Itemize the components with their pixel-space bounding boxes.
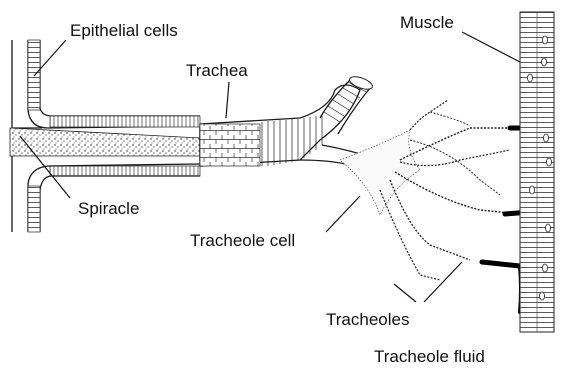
label-tracheoles: Tracheoles: [326, 310, 409, 329]
label-tracheole-cell: Tracheole cell: [190, 231, 295, 250]
tracheole-cell: [340, 130, 420, 215]
label-epithelial-cells: Epithelial cells: [70, 21, 178, 40]
spiracle-lumen: [10, 128, 200, 160]
label-tracheole-fluid: Tracheole fluid: [374, 347, 485, 366]
muscle: [520, 12, 554, 332]
leader-tracheoles-1: [394, 284, 416, 302]
leader-tracheole-cell: [326, 196, 360, 232]
label-spiracle: Spiracle: [78, 199, 139, 218]
leader-muscle: [462, 32, 520, 62]
tracheoles: [380, 100, 520, 280]
label-muscle: Muscle: [400, 13, 454, 32]
label-trachea: Trachea: [186, 61, 248, 80]
leader-tracheoles-2: [424, 262, 462, 302]
leader-trachea: [226, 82, 229, 118]
